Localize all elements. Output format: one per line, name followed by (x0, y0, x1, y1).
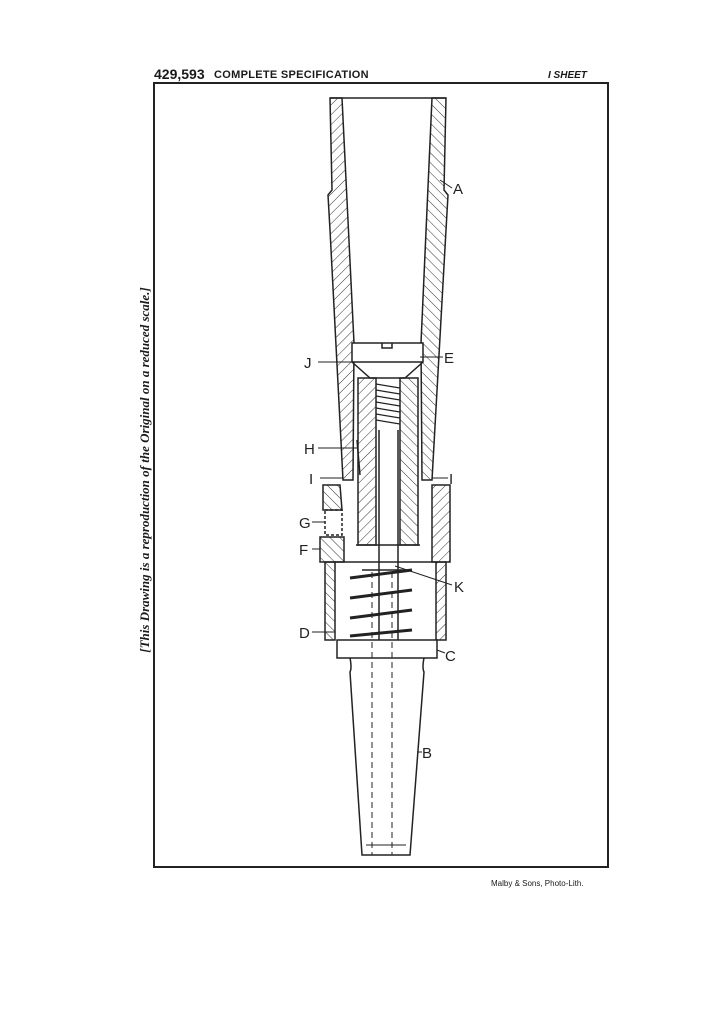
label-i-left: I (309, 471, 313, 488)
drawing-frame (153, 82, 609, 868)
label-d: D (299, 625, 310, 642)
label-c: C (445, 648, 456, 665)
tube-a (327, 97, 449, 481)
label-h: H (304, 441, 315, 458)
label-i-right: I (449, 471, 453, 488)
printer-credit: Malby & Sons, Photo-Lith. (491, 879, 584, 888)
label-e: E (444, 350, 454, 367)
label-j: J (304, 355, 312, 372)
label-k: K (454, 579, 464, 596)
flange-c (336, 639, 438, 659)
plunger-body (356, 377, 419, 640)
collar (319, 484, 451, 563)
spec-title: COMPLETE SPECIFICATION (214, 69, 369, 81)
screw-e (351, 342, 424, 379)
spring (349, 568, 413, 638)
label-f: F (299, 542, 308, 559)
sheet-count: I SHEET (548, 70, 587, 81)
label-b: B (422, 745, 432, 762)
label-g: G (299, 515, 311, 532)
patent-number: 429,593 (154, 66, 205, 82)
leader-lines (312, 179, 453, 753)
sleeve-d (324, 544, 447, 641)
label-a: A (453, 181, 463, 198)
nozzle-b (349, 572, 425, 856)
